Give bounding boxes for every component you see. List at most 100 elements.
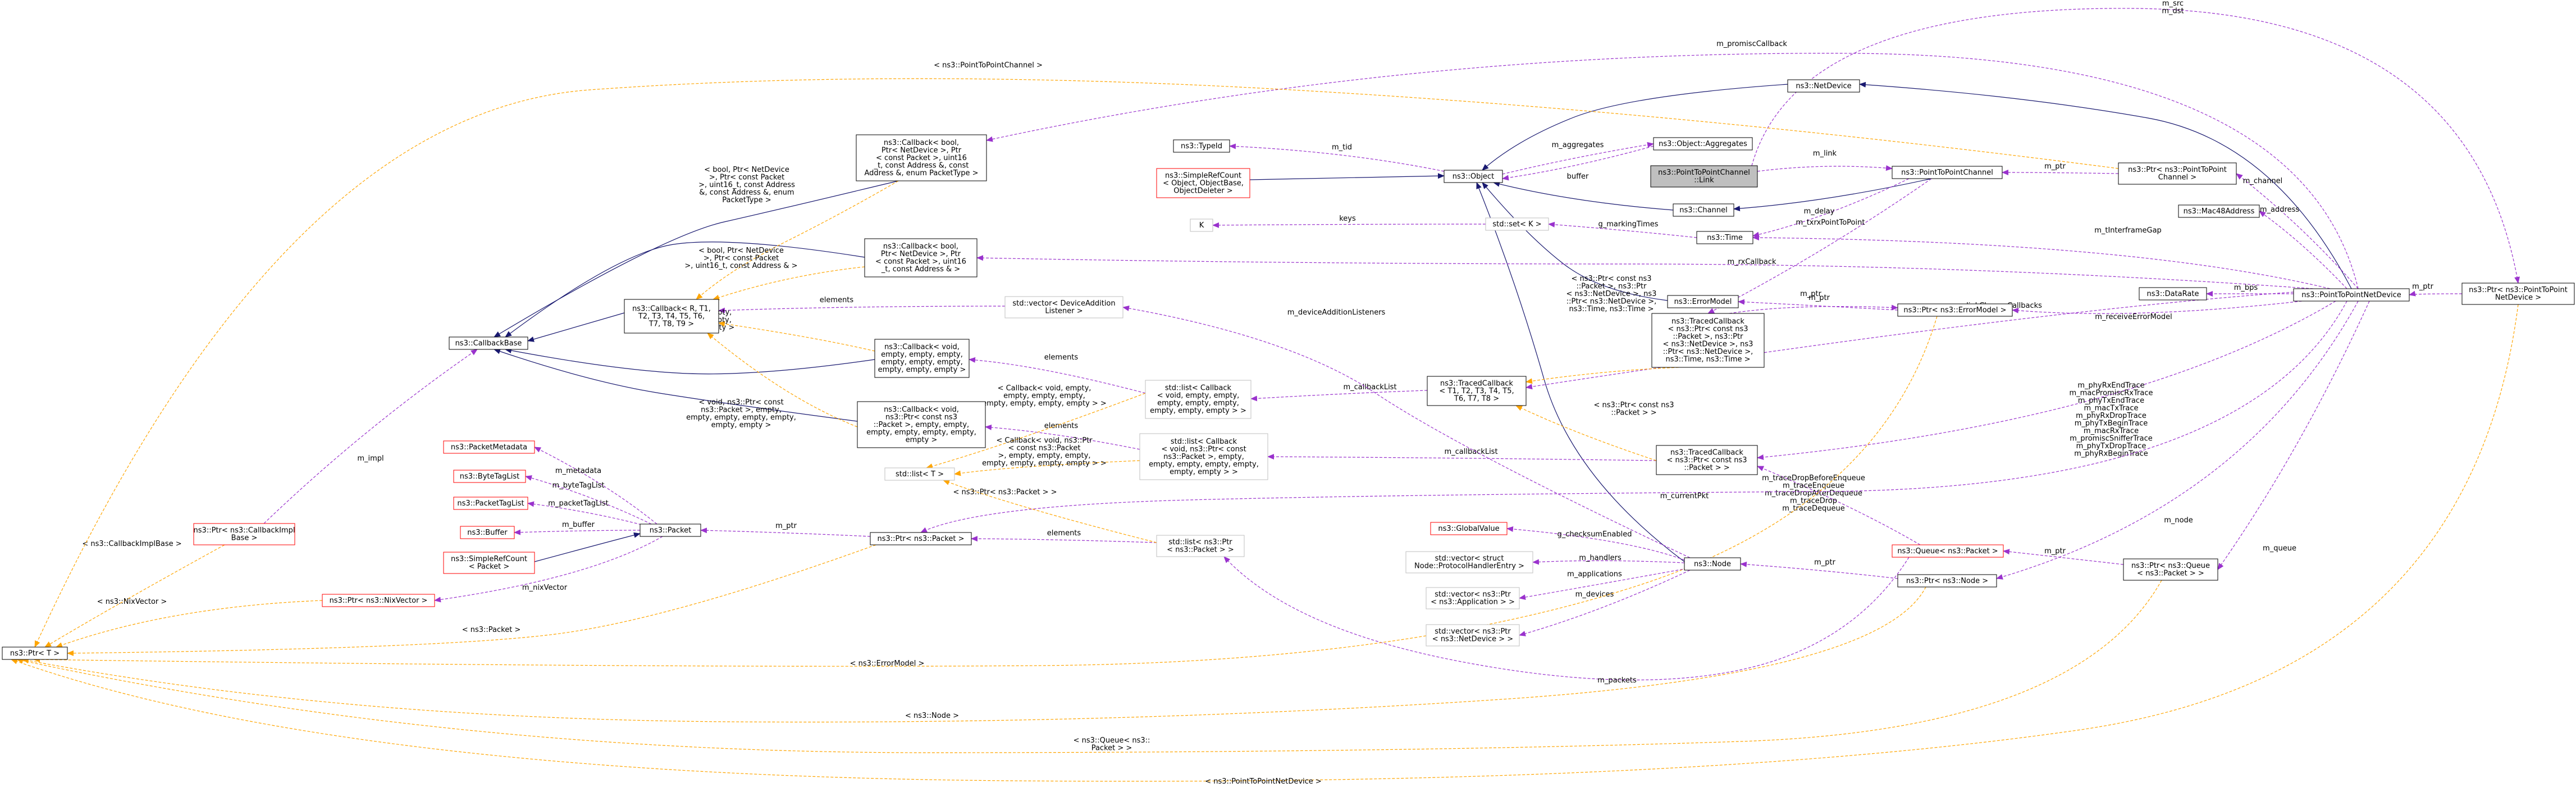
- node-label: ns3::DataRate: [2147, 290, 2199, 298]
- class-node[interactable]: ns3::GlobalValue: [1430, 522, 1508, 535]
- class-node[interactable]: std::vector< ns3::Ptr< ns3::NetDevice > …: [1426, 624, 1520, 647]
- node-label: < ns3::Ptr< const ns3: [1668, 325, 1748, 334]
- class-node[interactable]: ns3::PacketMetadata: [443, 440, 535, 454]
- class-node[interactable]: ns3::Channel: [1673, 203, 1734, 217]
- edge-line: [1493, 181, 1674, 211]
- node-label: < void, empty, empty,: [1157, 392, 1240, 400]
- class-node[interactable]: ns3::Object: [1444, 170, 1503, 183]
- node-label: empty, empty, empty,: [881, 351, 963, 359]
- class-node[interactable]: ns3::SimpleRefCount< Packet >: [443, 552, 535, 574]
- edge-usage: elements: [985, 422, 1140, 450]
- edge-usage: m_nixVector: [434, 536, 663, 603]
- class-node[interactable]: ns3::TracedCallback< ns3::Ptr< const ns3…: [1651, 313, 1765, 368]
- class-node[interactable]: ns3::Ptr< ns3::PointToPointChannel >: [2118, 162, 2237, 185]
- class-node[interactable]: ns3::TracedCallback< T1, T2, T3, T4, T5,…: [1427, 376, 1527, 406]
- edge-label: g_markingTimes: [1598, 220, 1659, 229]
- class-node[interactable]: ns3::Callback< void,empty, empty, empty,…: [874, 339, 970, 378]
- class-node[interactable]: std::list< Callback< void, empty, empty,…: [1145, 380, 1252, 419]
- class-node[interactable]: ns3::SimpleRefCount< Object, ObjectBase,…: [1156, 168, 1250, 198]
- class-node[interactable]: ns3::NetDevice: [1787, 79, 1860, 93]
- node-label: ns3::Ptr< ns3::Packet >: [878, 535, 965, 543]
- class-node[interactable]: ns3::PointToPointNetDevice: [2293, 288, 2410, 302]
- class-node[interactable]: ns3::Callback< R, T1,T2, T3, T4, T5, T6,…: [624, 299, 719, 334]
- node-label: ns3::Callback< bool,: [884, 139, 959, 147]
- edge-usage: m_queue: [2217, 301, 2370, 570]
- class-node[interactable]: std::list< ns3::Ptr< ns3::Packet > >: [1156, 535, 1245, 557]
- edge-inherit: [494, 180, 899, 338]
- edge-line: [2003, 549, 2124, 565]
- class-node[interactable]: ns3::Ptr< ns3::PointToPointNetDevice >: [2461, 283, 2575, 305]
- node-box: [1696, 231, 1753, 244]
- node-box: [624, 299, 719, 334]
- class-node[interactable]: K: [1190, 219, 1213, 232]
- class-node[interactable]: ns3::PacketTagList: [453, 497, 528, 510]
- class-node[interactable]: ns3::Ptr< ns3::Node >: [1897, 574, 1997, 588]
- edge-line: [1757, 301, 2336, 460]
- class-node[interactable]: ns3::Mac48Address: [2178, 204, 2260, 218]
- edge-label: m_aggregates: [1552, 141, 1604, 149]
- class-node[interactable]: std::list< Callback< void, ns3::Ptr< con…: [1139, 433, 1268, 480]
- edge-line: [1751, 8, 2520, 284]
- edge-template: < ns3::ErrorModel >: [33, 316, 1938, 668]
- class-node[interactable]: std::set< K >: [1485, 217, 1549, 231]
- class-node[interactable]: std::vector< structNode::ProtocolHandler…: [1405, 551, 1533, 573]
- edge-line: [1229, 143, 1445, 172]
- node-box: [1485, 217, 1549, 231]
- edge-usage: m_devices: [1519, 570, 1691, 636]
- edge-line: [534, 447, 657, 525]
- node-box: [2, 647, 68, 660]
- node-label: std::vector< DeviceAddition: [1012, 299, 1115, 308]
- edge-template: < Callback< void, empty,empty, empty, em…: [926, 384, 1146, 469]
- edge-line: [1859, 81, 2352, 289]
- edge-label-line: empty, empty >: [711, 421, 771, 430]
- class-node[interactable]: ns3::PointToPointChannel::Link: [1650, 165, 1758, 188]
- class-node[interactable]: ns3::TypeId: [1173, 139, 1230, 153]
- class-node[interactable]: ns3::Object::Aggregates: [1653, 137, 1753, 151]
- class-node[interactable]: ns3::Ptr< ns3::CallbackImplBase >: [193, 523, 295, 545]
- edge-label-line: m_phyTxEndTrace: [2078, 397, 2144, 405]
- edge-label-line: empty, empty, empty, empty > >: [982, 459, 1107, 468]
- class-node[interactable]: ns3::PointToPointChannel: [1892, 166, 2003, 179]
- class-node[interactable]: ns3::CallbackBase: [449, 336, 528, 350]
- edge-label: m_tid: [1332, 143, 1352, 152]
- edge-template: < ns3::Packet >: [67, 544, 876, 656]
- class-node[interactable]: ns3::Packet: [640, 524, 701, 537]
- edge-label-line: m_phyRxEndTrace: [2077, 381, 2144, 390]
- class-node[interactable]: ns3::Ptr< ns3::ErrorModel >: [1897, 303, 2013, 317]
- node-box: [884, 467, 955, 481]
- node-label: ns3::Buffer: [467, 529, 508, 537]
- edge-line: [1740, 561, 1898, 579]
- class-node[interactable]: ns3::Callback< void,ns3::Ptr< const ns3:…: [857, 401, 986, 448]
- class-node[interactable]: ns3::Node: [1684, 557, 1741, 571]
- class-node[interactable]: ns3::Buffer: [460, 526, 515, 539]
- edge-line: [263, 349, 478, 524]
- class-node[interactable]: ns3::Callback< bool,Ptr< NetDevice >, Pt…: [856, 134, 987, 181]
- node-box: [1004, 296, 1123, 318]
- node-label: ::Packet > >: [1684, 463, 1729, 472]
- class-node[interactable]: ns3::Callback< bool,Ptr< NetDevice >, Pt…: [864, 238, 978, 277]
- edge-line: [514, 529, 641, 535]
- edge-line: [1733, 178, 1932, 212]
- class-node[interactable]: std::list< T >: [884, 467, 955, 481]
- node-label: ns3::Callback< bool,: [883, 243, 958, 251]
- class-node[interactable]: ns3::ByteTagList: [453, 470, 526, 483]
- class-node[interactable]: ns3::TracedCallback< ns3::Ptr< const ns3…: [1656, 445, 1758, 475]
- edge-usage: m_promiscCallback: [986, 40, 2359, 289]
- node-label: empty, empty, empty >: [878, 366, 966, 374]
- class-node[interactable]: ns3::DataRate: [2139, 287, 2207, 301]
- class-node[interactable]: ns3::Ptr< ns3::Packet >: [870, 532, 972, 545]
- node-label: ns3::Ptr< ns3::NixVector >: [330, 597, 428, 605]
- class-node[interactable]: ns3::Time: [1696, 231, 1753, 244]
- class-node[interactable]: ns3::ErrorModel: [1667, 295, 1739, 308]
- edge-usage: elements: [971, 529, 1157, 543]
- class-node[interactable]: ns3::Queue< ns3::Packet >: [1892, 544, 2004, 558]
- class-node[interactable]: ns3::Ptr< T >: [2, 647, 68, 660]
- class-node[interactable]: std::vector< ns3::Ptr< ns3::Application …: [1426, 587, 1520, 609]
- node-label: < const Packet >, uint16: [876, 154, 967, 162]
- edge-inherit: [1249, 173, 1445, 180]
- class-node[interactable]: ns3::Ptr< ns3::Queue< ns3::Packet > >: [2123, 558, 2218, 581]
- class-node[interactable]: ns3::Ptr< ns3::NixVector >: [322, 594, 435, 607]
